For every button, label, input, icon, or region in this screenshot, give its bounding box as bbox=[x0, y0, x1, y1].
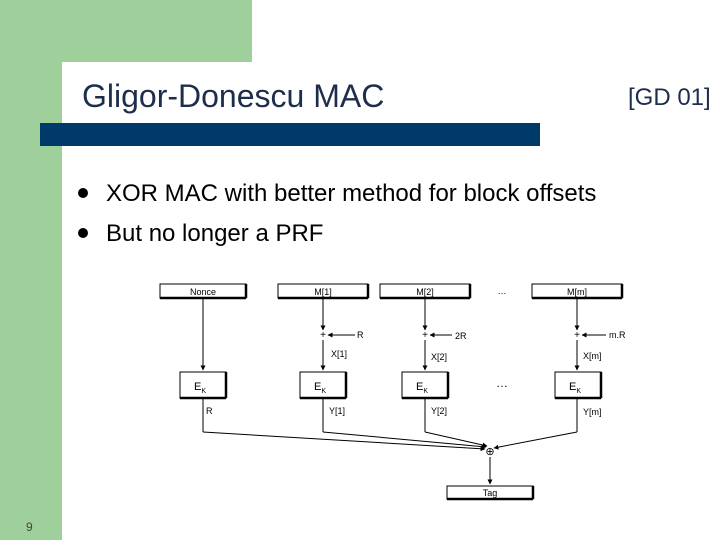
left-accent bbox=[0, 0, 62, 540]
offset-label: m.R bbox=[609, 330, 626, 340]
offset-label: R bbox=[357, 330, 364, 340]
bullet-item: But no longer a PRF bbox=[78, 214, 596, 254]
cipher-box: EK bbox=[401, 371, 450, 400]
block-box-m2: M[2] bbox=[379, 283, 472, 300]
y-label: Y[1] bbox=[329, 406, 345, 416]
add-symbol: + bbox=[422, 330, 428, 341]
bullet-dot-icon bbox=[78, 228, 88, 238]
y-label: Y[m] bbox=[583, 407, 602, 417]
block-label: M[2] bbox=[416, 287, 434, 297]
block-label: M[1] bbox=[314, 287, 332, 297]
xor-icon: ⊕ bbox=[485, 446, 494, 458]
bullet-list: XOR MAC with better method for block off… bbox=[78, 174, 596, 254]
title-underline-bar bbox=[40, 123, 540, 146]
bullet-item: XOR MAC with better method for block off… bbox=[78, 174, 596, 214]
y-label: Y[2] bbox=[431, 406, 447, 416]
flow-arrow bbox=[493, 431, 578, 450]
svg-text:EK: EK bbox=[194, 381, 206, 395]
y-label: R bbox=[206, 406, 213, 416]
svg-text:EK: EK bbox=[314, 381, 326, 395]
x-label: X[1] bbox=[331, 349, 347, 359]
offset-label: 2R bbox=[455, 331, 467, 341]
block-box-m1: M[1] bbox=[277, 283, 370, 300]
tag-box: Tag bbox=[446, 485, 535, 501]
bullet-dot-icon bbox=[78, 188, 88, 198]
slide-reference: [GD 01] bbox=[628, 84, 711, 111]
tag-label: Tag bbox=[483, 488, 498, 498]
add-symbol: + bbox=[574, 330, 580, 341]
flow-arrow bbox=[322, 431, 487, 450]
slide-title: Gligor-Donescu MAC bbox=[82, 78, 385, 114]
add-symbol: + bbox=[320, 330, 326, 341]
cipher-box: EK bbox=[554, 371, 603, 400]
flow-arrow bbox=[202, 431, 486, 452]
svg-text:EK: EK bbox=[569, 381, 581, 395]
block-box-mm: M[m] bbox=[531, 283, 624, 300]
svg-text:EK: EK bbox=[416, 381, 428, 395]
nonce-label: Nonce bbox=[190, 287, 216, 297]
block-label: M[m] bbox=[567, 287, 587, 297]
cipher-box: EK bbox=[179, 371, 228, 400]
x-label: X[m] bbox=[583, 351, 602, 361]
x-label: X[2] bbox=[431, 352, 447, 362]
flow-arrow bbox=[424, 431, 488, 448]
cipher-box: EK bbox=[299, 371, 348, 400]
page-number: 9 bbox=[26, 520, 33, 534]
cipher-ellipsis: … bbox=[496, 376, 508, 390]
block-ellipsis: … bbox=[498, 286, 507, 296]
nonce-box: Nonce bbox=[159, 283, 248, 300]
